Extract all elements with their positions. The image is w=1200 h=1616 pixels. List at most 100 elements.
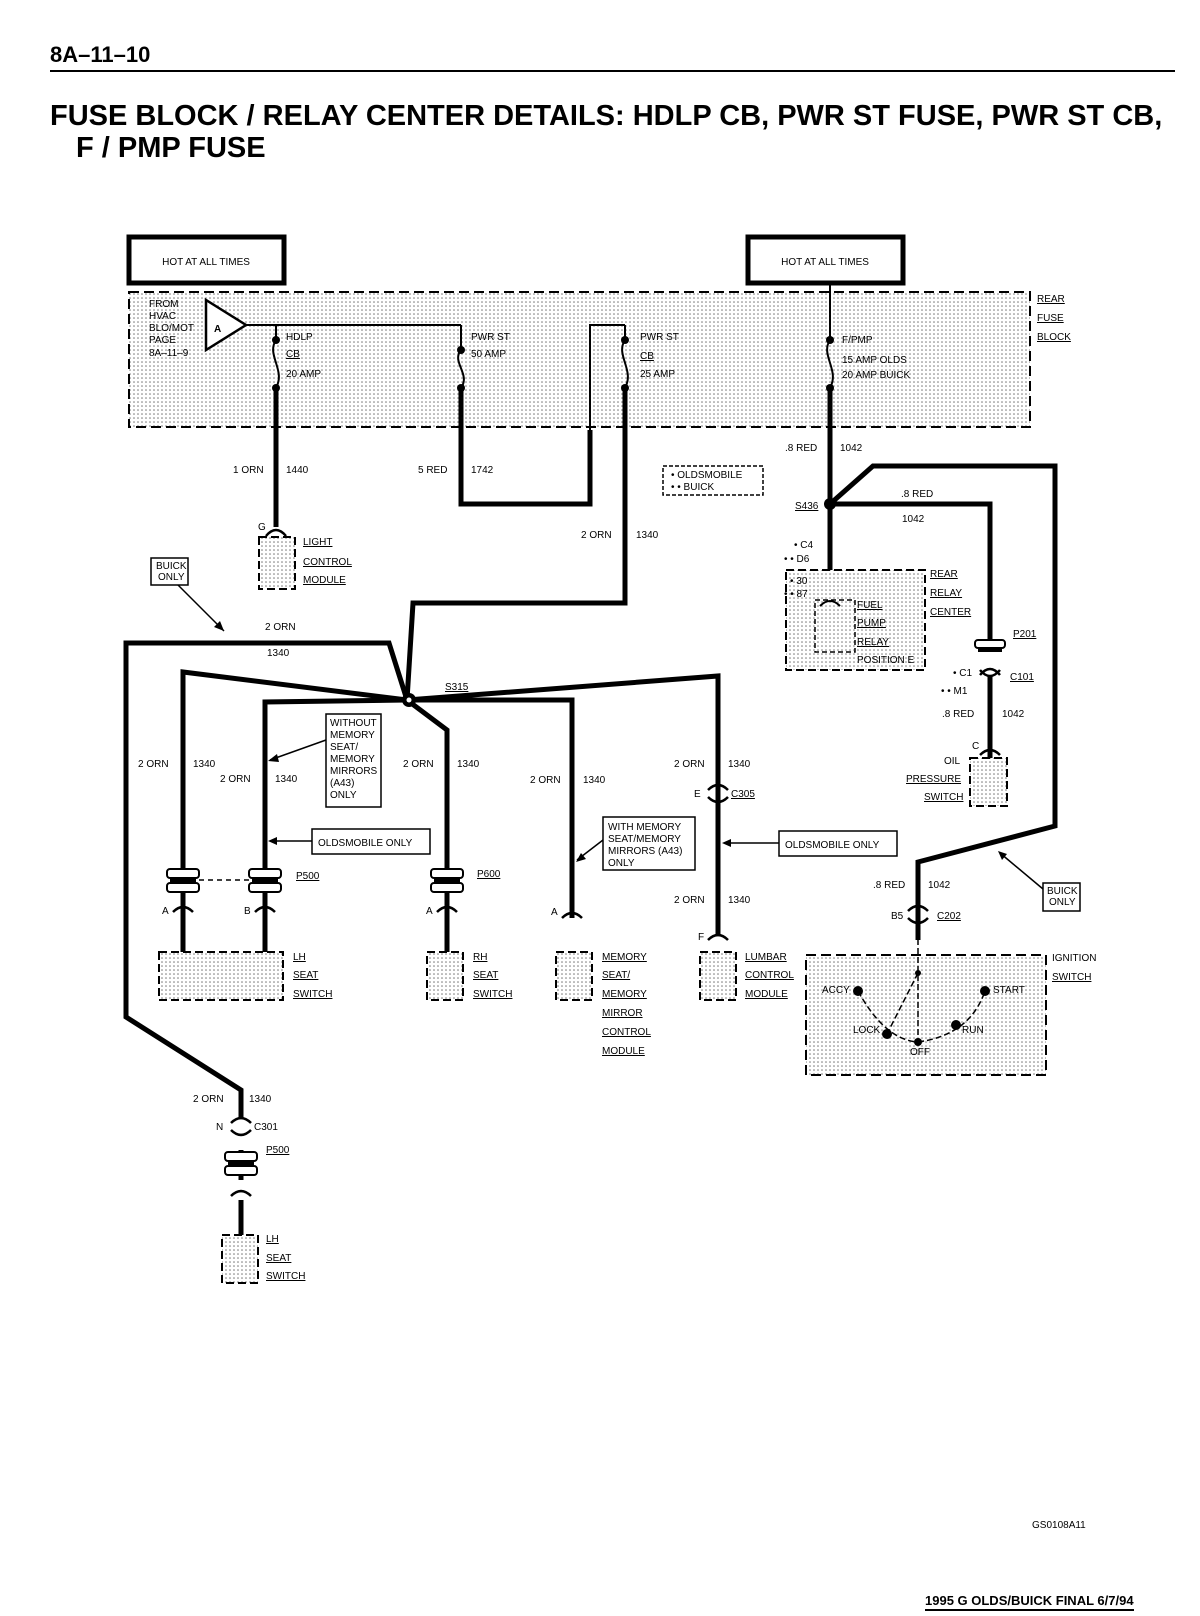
- svg-text:HVAC: HVAC: [149, 311, 176, 322]
- svg-text:1340: 1340: [583, 775, 606, 786]
- page-header: 8A–11–10: [50, 38, 1175, 72]
- svg-text:HOT AT ALL TIMES: HOT AT ALL TIMES: [781, 257, 869, 268]
- svg-text:SEAT/: SEAT/: [602, 970, 630, 981]
- svg-text:LIGHT: LIGHT: [303, 537, 332, 548]
- wire-labels: 1 ORN 1440 5 RED 1742 2 ORN 1340 .8 RED …: [138, 443, 1025, 1105]
- svg-text:B5: B5: [891, 911, 904, 922]
- svg-text:RUN: RUN: [962, 1025, 984, 1036]
- svg-text:OLDSMOBILE ONLY: OLDSMOBILE ONLY: [785, 840, 880, 851]
- svg-text:• • M1: • • M1: [941, 686, 968, 697]
- svg-text:FUSE: FUSE: [1037, 313, 1064, 324]
- svg-text:2 ORN: 2 ORN: [193, 1094, 224, 1105]
- svg-text:BUICK: BUICK: [1047, 886, 1078, 897]
- svg-text:F: F: [698, 932, 704, 943]
- svg-text:P600: P600: [477, 869, 501, 880]
- svg-text:OLDSMOBILE ONLY: OLDSMOBILE ONLY: [318, 838, 413, 849]
- svg-text:REAR: REAR: [1037, 294, 1065, 305]
- svg-text:8A–11–9: 8A–11–9: [149, 348, 189, 359]
- lumbar-control-module: LUMBAR CONTROL MODULE: [699, 951, 794, 1001]
- svg-text:• • 87: • • 87: [784, 589, 808, 600]
- svg-text:POSITION E: POSITION E: [857, 655, 915, 666]
- svg-text:CONTROL: CONTROL: [745, 970, 794, 981]
- svg-text:SWITCH: SWITCH: [266, 1271, 305, 1282]
- svg-text:1340: 1340: [267, 648, 290, 659]
- svg-text:LOCK: LOCK: [853, 1025, 881, 1036]
- fuse-block-bus: [246, 283, 831, 470]
- oldsmobile-only-note-1: OLDSMOBILE ONLY: [268, 828, 431, 855]
- svg-text:2 ORN: 2 ORN: [138, 759, 169, 770]
- svg-text:RH: RH: [473, 952, 487, 963]
- svg-text:MEMORY: MEMORY: [330, 754, 375, 765]
- make-legend: • OLDSMOBILE • • BUICK: [662, 465, 764, 496]
- svg-text:A: A: [426, 906, 433, 917]
- svg-text:C301: C301: [254, 1122, 278, 1133]
- svg-text:1340: 1340: [728, 759, 751, 770]
- svg-text:START: START: [993, 985, 1025, 996]
- connector-a-triangle: A: [204, 297, 249, 353]
- splice-s436-label: S436: [795, 501, 819, 512]
- svg-text:SWITCH: SWITCH: [924, 792, 963, 803]
- svg-text:CONTROL: CONTROL: [303, 557, 352, 568]
- diagram-code: GS0108A11: [1032, 1520, 1086, 1531]
- svg-text:• OLDSMOBILE: • OLDSMOBILE: [671, 470, 743, 481]
- splice-s315-label: S315: [445, 682, 469, 693]
- oldsmobile-only-note-2: OLDSMOBILE ONLY: [722, 830, 898, 857]
- svg-text:2 ORN: 2 ORN: [220, 774, 251, 785]
- svg-text:HDLP: HDLP: [286, 332, 313, 343]
- svg-text:P500: P500: [296, 871, 320, 882]
- buick-only-note-left: BUICK ONLY: [150, 557, 225, 632]
- thick-wires: [123, 388, 1058, 1235]
- svg-text:25 AMP: 25 AMP: [640, 369, 675, 380]
- svg-text:.8 RED: .8 RED: [942, 709, 974, 720]
- svg-text:LH: LH: [266, 1234, 279, 1245]
- svg-text:MIRROR: MIRROR: [602, 1008, 643, 1019]
- title-line-1: FUSE BLOCK / RELAY CENTER DETAILS: HDLP …: [50, 100, 1163, 132]
- svg-text:ACCY: ACCY: [822, 985, 850, 996]
- splice-s436-dot: [824, 498, 836, 510]
- svg-text:MODULE: MODULE: [745, 989, 788, 1000]
- svg-text:IGNITION: IGNITION: [1052, 953, 1096, 964]
- svg-text:MEMORY: MEMORY: [602, 989, 647, 1000]
- svg-text:2 ORN: 2 ORN: [530, 775, 561, 786]
- svg-text:MODULE: MODULE: [303, 575, 346, 586]
- svg-text:• C4: • C4: [794, 540, 814, 551]
- svg-text:• 30: • 30: [790, 576, 808, 587]
- svg-text:WITHOUT: WITHOUT: [330, 718, 377, 729]
- oil-pressure-switch: C OIL PRESSURE SWITCH: [906, 741, 1008, 807]
- connector-c202: B5 C202: [891, 904, 961, 925]
- svg-text:C: C: [972, 741, 979, 752]
- svg-text:1042: 1042: [902, 514, 925, 525]
- pwr-st-fuse: PWR ST 50 AMP: [457, 332, 510, 392]
- svg-text:ONLY: ONLY: [158, 572, 185, 583]
- svg-text:MIRRORS (A43): MIRRORS (A43): [608, 846, 682, 857]
- svg-text:PUMP: PUMP: [857, 618, 886, 629]
- svg-text:CB: CB: [640, 351, 654, 362]
- svg-text:A: A: [162, 906, 169, 917]
- page-id: 8A–11–10: [50, 42, 151, 67]
- svg-text:1340: 1340: [728, 895, 751, 906]
- svg-text:N: N: [216, 1122, 223, 1133]
- svg-text:1 ORN: 1 ORN: [233, 465, 264, 476]
- svg-text:2 ORN: 2 ORN: [403, 759, 434, 770]
- ignition-switch: ACCY START LOCK RUN OFF IGNITION SWITCH: [805, 930, 1096, 1076]
- svg-text:ONLY: ONLY: [330, 790, 357, 801]
- svg-text:1340: 1340: [249, 1094, 272, 1105]
- svg-text:REAR: REAR: [930, 569, 958, 580]
- svg-text:2 ORN: 2 ORN: [674, 895, 705, 906]
- hot-box-right: HOT AT ALL TIMES: [745, 234, 906, 286]
- svg-text:CENTER: CENTER: [930, 607, 971, 618]
- svg-text:LH: LH: [293, 952, 306, 963]
- rear-fuse-block-label: REAR FUSE BLOCK: [1037, 294, 1071, 343]
- svg-text:.8 RED: .8 RED: [901, 489, 933, 500]
- rear-fuse-block: [128, 291, 1031, 428]
- svg-text:P500: P500: [266, 1145, 290, 1156]
- svg-text:1042: 1042: [840, 443, 863, 454]
- svg-text:PWR ST: PWR ST: [640, 332, 679, 343]
- svg-text:1340: 1340: [275, 774, 298, 785]
- svg-text:SEAT: SEAT: [293, 970, 318, 981]
- svg-text:SEAT: SEAT: [266, 1253, 291, 1264]
- svg-text:1742: 1742: [471, 465, 494, 476]
- svg-text:20 AMP BUICK: 20 AMP BUICK: [842, 370, 911, 381]
- svg-text:2 ORN: 2 ORN: [581, 530, 612, 541]
